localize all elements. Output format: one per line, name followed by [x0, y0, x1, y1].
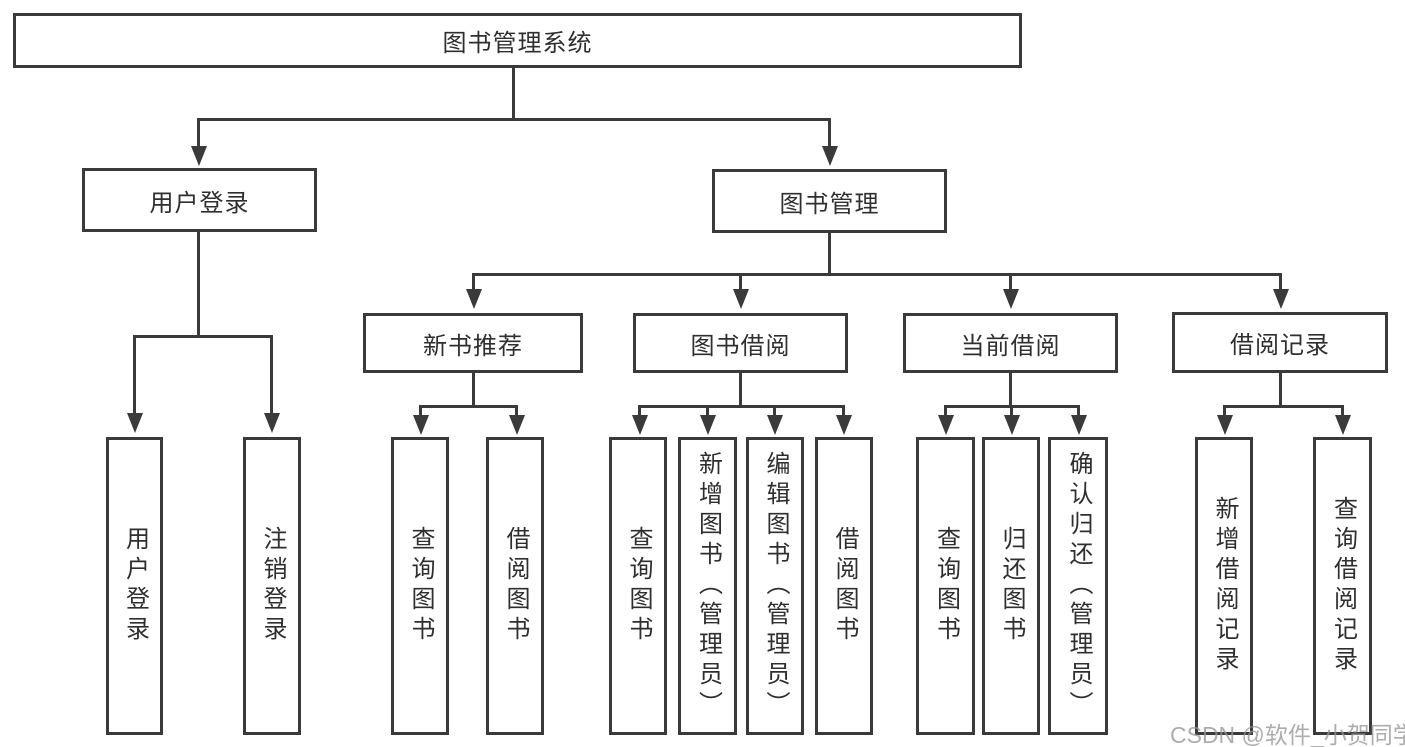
connector-user-login-stem: [197, 232, 200, 335]
connector-to-leaf: [1223, 405, 1226, 417]
arrow-down-icon: [413, 415, 429, 435]
arrow-down-icon: [1273, 289, 1289, 309]
connector-cur-borrow-stem: [1009, 373, 1012, 405]
leaf-logout: 注销登录: [243, 437, 301, 735]
connector-to-leaf: [1077, 405, 1080, 417]
leaf-label: 查询图书: [932, 526, 960, 646]
leaf-add-books-admin: 新增图书（管理员）: [678, 437, 737, 735]
leaf-borrow-books: 借阅图书: [486, 437, 544, 735]
arrow-down-icon: [509, 415, 525, 435]
leaf-borrow-books: 借阅图书: [815, 437, 873, 735]
arrow-down-icon: [1071, 415, 1087, 435]
arrow-down-icon: [466, 289, 482, 309]
connector-root-stem: [512, 66, 515, 118]
leaf-label: 编辑图书（管理员）: [762, 451, 789, 721]
leaf-label: 注销登录: [259, 526, 286, 646]
arrow-down-icon: [733, 289, 749, 309]
arrow-down-icon: [1335, 415, 1351, 435]
node-label: 借阅记录: [1230, 332, 1330, 359]
node-borrow-records: 借阅记录: [1172, 312, 1388, 373]
connector-book-borrow-rail: [638, 405, 845, 408]
connector-records-stem: [1279, 373, 1282, 405]
connector-to-new-rec: [472, 273, 475, 291]
node-label: 图书管理系统: [442, 30, 593, 57]
arrow-down-icon: [191, 146, 207, 166]
arrow-down-icon: [700, 415, 716, 435]
arrow-down-icon: [836, 415, 852, 435]
arrow-down-icon: [938, 415, 954, 435]
leaf-label: 查询借阅记录: [1329, 496, 1357, 676]
connector-to-leaf: [515, 405, 518, 417]
leaf-label: 新增借阅记录: [1211, 496, 1238, 676]
node-book-borrowing: 图书借阅: [633, 313, 848, 373]
connector-book-borrow-stem: [739, 373, 742, 405]
leaf-edit-books-admin: 编辑图书（管理员）: [746, 437, 804, 735]
leaf-return-books: 归还图书: [982, 437, 1040, 735]
connector-to-user-login: [197, 118, 200, 148]
leaf-label: 新增图书（管理员）: [694, 451, 722, 721]
arrow-down-icon: [632, 415, 648, 435]
leaf-add-borrow-record: 新增借阅记录: [1195, 437, 1253, 735]
csdn-watermark: CSDN @软件_小贺同学: [1170, 722, 1405, 747]
connector-book-mgmt-rail: [472, 273, 1281, 276]
leaf-user-login: 用户登录: [106, 437, 163, 735]
connector-to-leaf: [270, 335, 273, 414]
node-user-login: 用户登录: [82, 168, 317, 232]
connector-to-leaf: [842, 405, 845, 417]
arrow-down-icon: [1217, 415, 1233, 435]
node-label: 图书借阅: [690, 332, 791, 360]
leaf-query-borrow-record: 查询借阅记录: [1313, 437, 1372, 735]
node-label: 用户登录: [149, 189, 250, 217]
leaf-label: 查询图书: [625, 526, 652, 646]
arrow-down-icon: [822, 146, 838, 166]
node-current-borrowing: 当前借阅: [903, 313, 1118, 373]
node-label: 新书推荐: [423, 332, 523, 360]
node-label: 图书管理: [779, 190, 880, 218]
connector-to-leaf: [944, 405, 947, 417]
node-new-book-recommend: 新书推荐: [363, 313, 583, 373]
connector-book-mgmt-stem: [828, 233, 831, 273]
connector-to-leaf: [638, 405, 641, 417]
leaf-label: 借阅图书: [831, 526, 858, 646]
node-library-management-system: 图书管理系统: [13, 13, 1022, 68]
connector-to-records: [1279, 273, 1282, 291]
connector-to-cur-borrow: [1009, 273, 1012, 291]
connector-user-login-rail: [133, 335, 273, 338]
arrow-down-icon: [1004, 415, 1020, 435]
leaf-query-books: 查询图书: [916, 437, 975, 735]
connector-to-book-borrow: [739, 273, 742, 291]
arrow-down-icon: [1003, 289, 1019, 309]
connector-to-leaf: [706, 405, 709, 417]
arrow-down-icon: [264, 413, 280, 433]
connector-to-leaf: [1341, 405, 1344, 417]
connector-to-book-mgmt: [828, 118, 831, 148]
leaf-query-books: 查询图书: [609, 437, 667, 735]
leaf-label: 用户登录: [121, 526, 149, 646]
leaf-confirm-return-admin: 确认归还（管理员）: [1048, 437, 1108, 735]
arrow-down-icon: [127, 413, 143, 433]
connector-to-leaf: [133, 335, 136, 414]
leaf-label: 借阅图书: [502, 526, 529, 646]
leaf-query-books: 查询图书: [391, 437, 449, 735]
connector-root-rail: [197, 118, 831, 121]
connector-new-rec-rail: [419, 405, 518, 408]
node-book-management: 图书管理: [712, 169, 947, 233]
node-label: 当前借阅: [960, 332, 1061, 360]
leaf-label: 归还图书: [998, 526, 1025, 646]
connector-to-leaf: [773, 405, 776, 417]
arrow-down-icon: [767, 415, 783, 435]
connector-to-leaf: [419, 405, 422, 417]
connector-to-leaf: [1010, 405, 1013, 417]
connector-records-rail: [1223, 405, 1343, 408]
leaf-label: 确认归还（管理员）: [1065, 451, 1092, 721]
leaf-label: 查询图书: [407, 526, 434, 646]
connector-new-rec-stem: [472, 373, 475, 405]
